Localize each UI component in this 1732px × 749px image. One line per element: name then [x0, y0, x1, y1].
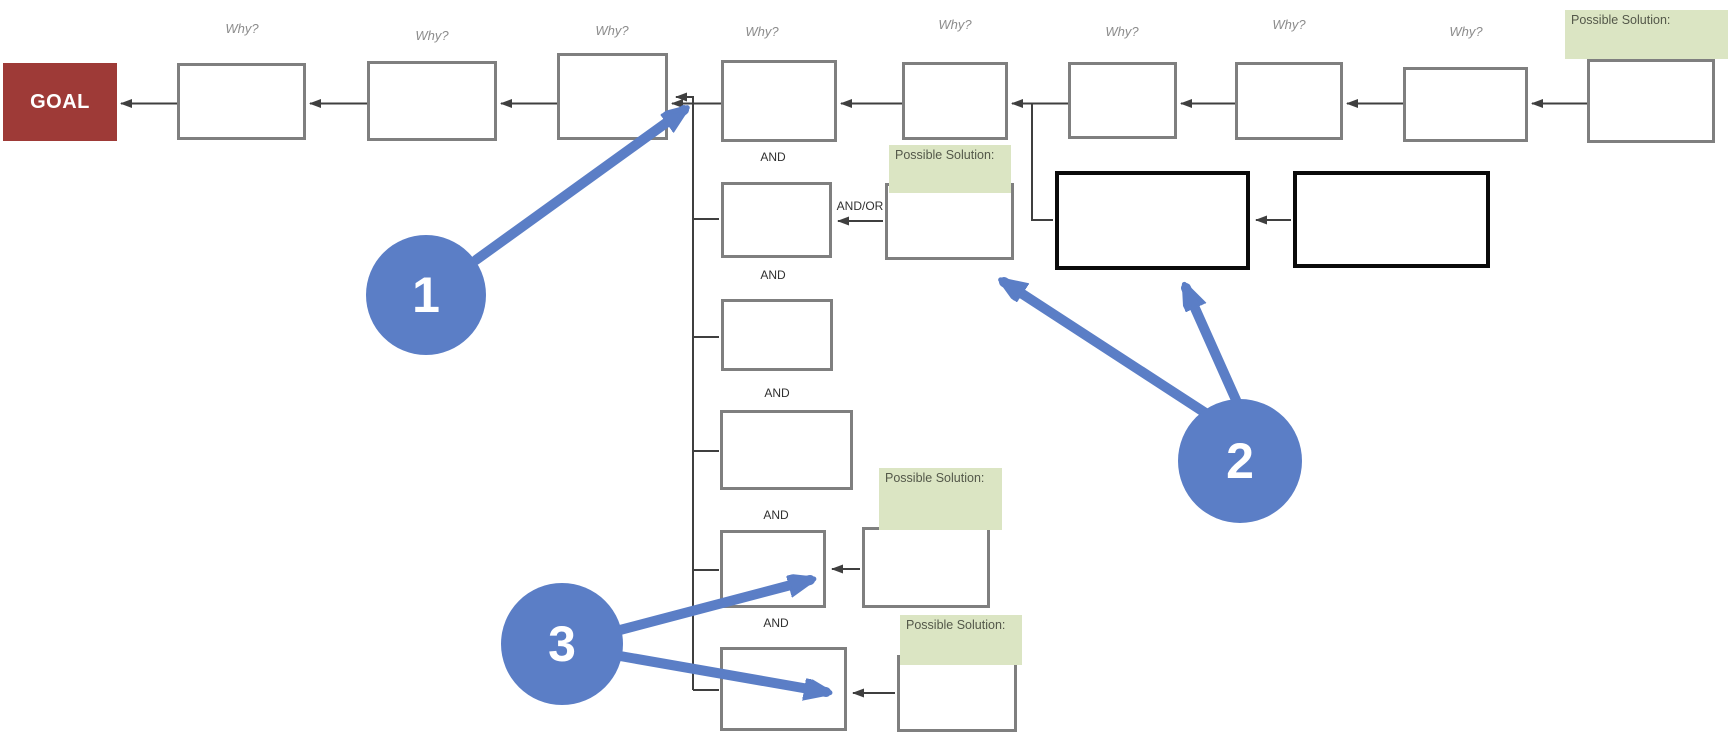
why-label-3: Why?: [595, 23, 629, 38]
why-box-1[interactable]: [177, 63, 306, 140]
and-label-1: AND: [760, 150, 786, 164]
why-box-4[interactable]: [721, 60, 837, 142]
callout-number-2: 2: [1226, 433, 1254, 489]
branch-box-4[interactable]: [720, 530, 826, 608]
possible-solution-box-4[interactable]: [897, 655, 1017, 732]
why-box-8[interactable]: [1403, 67, 1528, 142]
why-label-4: Why?: [745, 24, 779, 39]
possible-solution-label-3[interactable]: Possible Solution:: [879, 468, 1002, 530]
and-label-5: AND: [763, 616, 789, 630]
branch-box-3[interactable]: [720, 410, 853, 490]
why-box-3[interactable]: [557, 53, 668, 140]
callout-number-3: 3: [548, 616, 576, 672]
why-label-8: Why?: [1449, 24, 1483, 39]
branch-box-5[interactable]: [720, 647, 847, 731]
possible-solution-box-2[interactable]: [885, 183, 1014, 260]
why-box-2[interactable]: [367, 61, 497, 141]
why-label-6: Why?: [1105, 24, 1139, 39]
callout-circle-1[interactable]: 1: [366, 235, 486, 355]
possible-solution-box-3[interactable]: [862, 527, 990, 608]
why-box-7[interactable]: [1235, 62, 1343, 140]
callout-circle-3[interactable]: 3: [501, 583, 623, 705]
callout-circle-2[interactable]: 2: [1178, 399, 1302, 523]
branch-box-2[interactable]: [721, 299, 833, 371]
callout-number-1: 1: [412, 267, 440, 323]
black-box-2[interactable]: [1293, 171, 1490, 268]
why-label-5: Why?: [938, 17, 972, 32]
possible-solution-box-1[interactable]: [1587, 59, 1715, 143]
why-label-1: Why?: [225, 21, 259, 36]
and-label-2: AND: [760, 268, 786, 282]
branch-box-1[interactable]: [721, 182, 832, 258]
and-or-label: AND/OR: [836, 199, 884, 213]
possible-solution-label-1[interactable]: Possible Solution:: [1565, 10, 1728, 59]
possible-solution-label-4[interactable]: Possible Solution:: [900, 615, 1022, 665]
why-label-2: Why?: [415, 28, 449, 43]
why-box-6[interactable]: [1068, 62, 1177, 139]
goal-box[interactable]: GOAL: [3, 63, 117, 141]
and-label-4: AND: [763, 508, 789, 522]
and-label-3: AND: [764, 386, 790, 400]
possible-solution-label-2[interactable]: Possible Solution:: [889, 145, 1011, 193]
goal-label: GOAL: [30, 90, 90, 113]
black-box-1[interactable]: [1055, 171, 1250, 270]
why-label-7: Why?: [1272, 17, 1306, 32]
why-box-5[interactable]: [902, 62, 1008, 140]
